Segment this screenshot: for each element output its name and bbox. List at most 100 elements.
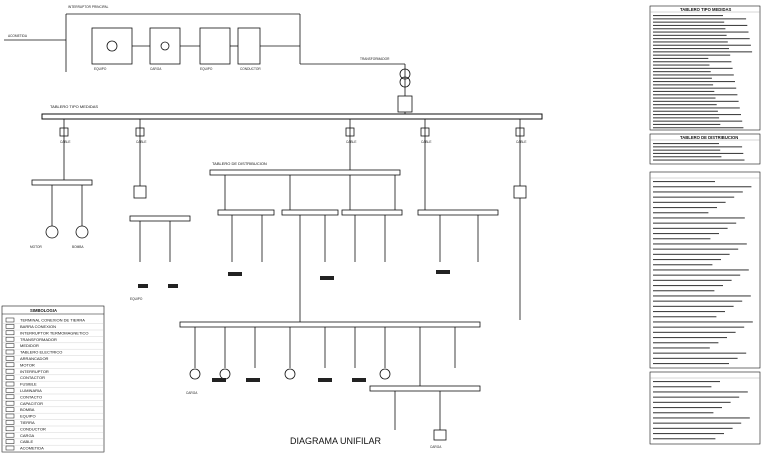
legend-label: BARRA CONEXION [20, 324, 56, 329]
spec-text-line [653, 57, 709, 59]
svg-text:INTERRUPTOR PRINCIPAL: INTERRUPTOR PRINCIPAL [68, 5, 109, 9]
spec-text-line [653, 181, 715, 183]
spec-text-line [653, 279, 732, 281]
spec-text-line [653, 238, 711, 240]
spec-text-line [653, 305, 734, 307]
legend-item: BARRA CONEXION [2, 324, 104, 331]
legend-symbol-icon [5, 394, 15, 400]
spec-text-line [653, 90, 715, 92]
legend-symbol-icon [5, 362, 15, 368]
svg-text:CONDUCTOR: CONDUCTOR [240, 67, 261, 71]
spec-text-line [653, 146, 743, 148]
legend-symbol-icon [5, 432, 15, 438]
spec-text-line [653, 186, 752, 188]
legend-item: CABLE [2, 439, 104, 446]
legend-symbol-icon [5, 426, 15, 432]
svg-text:CABLE: CABLE [421, 140, 431, 144]
spec-text-line [653, 34, 727, 36]
svg-text:EQUIPO: EQUIPO [130, 297, 143, 301]
diagram-title: DIAGRAMA UNIFILAR [290, 436, 382, 446]
spec-text-line [653, 352, 747, 354]
spec-text-line [653, 127, 744, 129]
svg-text:CABLE: CABLE [516, 140, 526, 144]
legend-label: LUMINARIA [20, 388, 42, 393]
svg-text:EQUIPO: EQUIPO [94, 67, 107, 71]
spec-text-line [653, 94, 738, 96]
spec-text-line [653, 217, 745, 219]
spec-text-line [653, 201, 726, 203]
legend-item: CARGA [2, 433, 104, 439]
legend-symbol-icon [5, 420, 15, 425]
legend-item: INTERRUPTOR [2, 369, 104, 375]
spec-text-line [653, 243, 747, 245]
svg-text:CABLE: CABLE [136, 140, 146, 144]
legend-label: EQUIPO [20, 414, 36, 419]
legend-label: TERMINAL CONEXION DE TIERRA [20, 318, 85, 323]
spec-text-line [653, 97, 716, 99]
spec-text-line [653, 274, 741, 276]
spec-text-line [653, 316, 717, 318]
spec-text-line [653, 248, 739, 250]
svg-text:CABLE: CABLE [346, 140, 356, 144]
legend-item: MEDIDOR [2, 343, 104, 350]
spec-text-line [653, 159, 745, 161]
spec-text-line [653, 396, 740, 398]
spec-text-line [653, 295, 751, 297]
spec-text-line [653, 114, 741, 116]
spec-text-line [653, 77, 712, 79]
svg-text:MOTOR: MOTOR [30, 245, 43, 249]
svg-text:CARGA: CARGA [186, 391, 198, 395]
spec-text-line [653, 401, 731, 403]
spec-text-line [653, 143, 719, 145]
svg-text:CABLE: CABLE [60, 140, 70, 144]
spec-text-line [653, 61, 732, 63]
svg-text:TRANSFORMADOR: TRANSFORMADOR [360, 57, 390, 61]
spec-text-line [653, 54, 731, 56]
spec-text-line [653, 152, 744, 154]
spec-text-line [653, 74, 734, 76]
legend-symbol-icon [5, 336, 15, 342]
legend-label: CONTACTO [20, 394, 42, 399]
svg-text:BOMBA: BOMBA [72, 245, 84, 249]
spec-text-line [653, 331, 736, 333]
svg-text:TABLERO DE DISTRIBUCION: TABLERO DE DISTRIBUCION [680, 135, 738, 140]
spec-text-line [653, 15, 723, 17]
legend-symbol-icon [5, 400, 15, 406]
spec-text-line [653, 51, 753, 53]
spec-text-line [653, 44, 751, 46]
spec-text-line [653, 412, 714, 414]
spec-text-line [653, 21, 725, 23]
legend-label: TRANSFORMADOR [20, 337, 57, 342]
legend-symbol-icon [5, 349, 15, 355]
spec-text-line [653, 18, 747, 20]
legend-item: CAPACITOR [2, 401, 104, 407]
spec-text-line [653, 386, 712, 388]
legend-item: CONDUCTOR [2, 426, 104, 433]
spec-text-line [653, 222, 737, 224]
spec-text-line [653, 311, 725, 313]
spec-text-line [653, 347, 710, 349]
legend-symbol-icon [5, 439, 15, 444]
svg-text:TABLERO TIPO MEDIDAS: TABLERO TIPO MEDIDAS [50, 104, 98, 109]
legend-item: INTERRUPTOR TERMOMAGNETICO [2, 330, 104, 337]
legend-item: EQUIPO [2, 414, 104, 420]
legend-label: CABLE [20, 439, 33, 444]
legend-label: CAPACITOR [20, 401, 43, 406]
spec-text-line [653, 264, 713, 266]
spec-text-line [653, 28, 726, 30]
legend-label: ACOMETIDA [20, 446, 44, 451]
legend-item: CONTACTOR [2, 375, 104, 382]
legend-item: ACOMETIDA [2, 446, 104, 452]
legend-item: TABLERO ELECTRICO [2, 350, 104, 356]
legend-item: TIERRA [2, 420, 104, 427]
spec-text-line [653, 110, 718, 112]
spec-text-line [653, 233, 719, 235]
spec-text-line [653, 67, 733, 69]
spec-text-line [653, 427, 733, 429]
svg-text:EQUIPO: EQUIPO [200, 67, 213, 71]
spec-text-line [653, 71, 711, 73]
spec-text-line [653, 438, 716, 440]
spec-text-line [653, 100, 739, 102]
